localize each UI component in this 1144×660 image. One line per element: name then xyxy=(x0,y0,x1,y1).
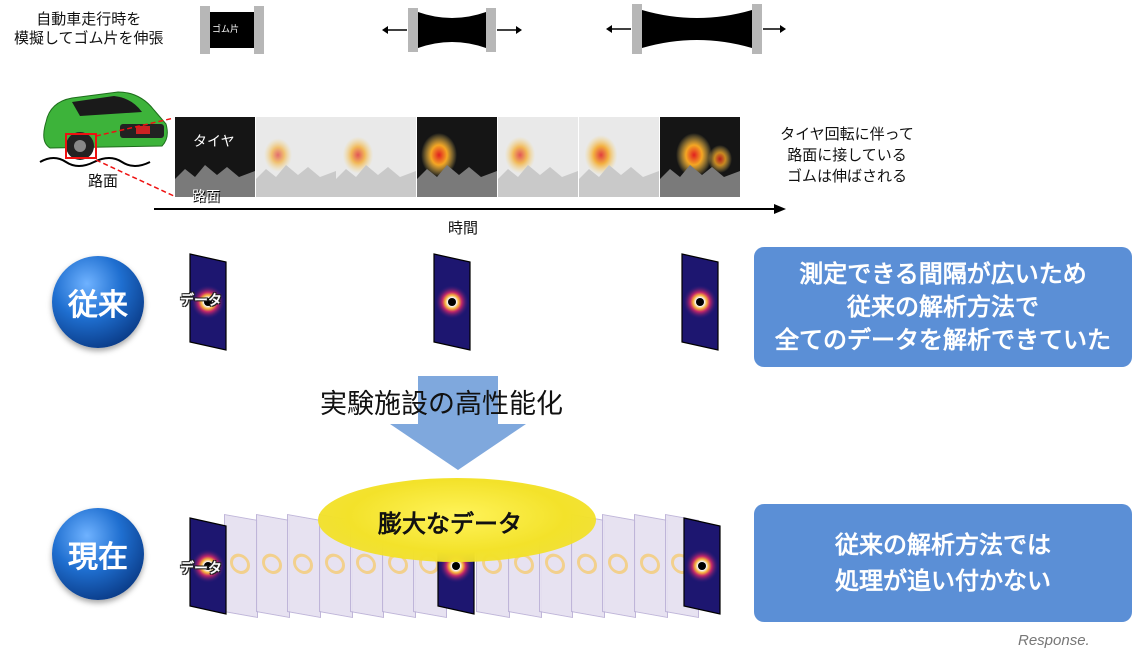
car-illustration xyxy=(39,91,168,167)
tire-caption-line3: ゴムは伸ばされる xyxy=(786,167,907,185)
ghost-ring xyxy=(356,552,376,576)
timeline-frame xyxy=(256,117,336,197)
data-panel xyxy=(188,516,228,620)
current-data-label: データ xyxy=(180,561,222,577)
stretch-sequence xyxy=(200,4,786,54)
stretch-caption: 自動車走行時を 模擬してゴム片を伸張 xyxy=(14,10,164,48)
ghost-data-panel xyxy=(287,514,321,618)
ghost-ring xyxy=(576,552,597,576)
ghost-ring xyxy=(608,552,628,576)
arrow-label: 実験施設の高性能化 xyxy=(320,389,563,420)
data-panel xyxy=(682,516,722,620)
road-label-car: 路面 xyxy=(88,172,119,190)
conventional-message-line2: 従来の解析方法で xyxy=(847,292,1039,321)
conventional-data-label: データ xyxy=(180,293,222,309)
timeline-frame xyxy=(660,117,740,197)
ghost-data-panel xyxy=(224,514,258,618)
road-label-frame: 路面 xyxy=(192,189,220,205)
tire-label: タイヤ xyxy=(193,134,235,150)
timeline-frame xyxy=(417,117,497,197)
down-arrow xyxy=(390,376,526,470)
conventional-message-line1: 測定できる間隔が広いため xyxy=(799,259,1087,288)
data-panel xyxy=(432,252,472,356)
rubber-piece-label: ゴム片 xyxy=(212,25,240,35)
ghost-ring xyxy=(230,552,250,576)
zoom-lines xyxy=(95,117,175,197)
data-panel xyxy=(680,252,720,356)
tire-caption-line1: タイヤ回転に伴って xyxy=(780,125,914,143)
ghost-data-panel xyxy=(633,514,668,618)
huge-data-label: 膨大なデータ xyxy=(378,510,522,538)
time-axis xyxy=(154,204,786,214)
ghost-data-panel xyxy=(255,514,290,618)
ghost-ring xyxy=(324,552,345,576)
stretch-caption-line1: 自動車走行時を xyxy=(36,10,142,28)
conventional-message-line3: 全てのデータを解析できていた xyxy=(775,325,1111,354)
tire-caption: タイヤ回転に伴って 路面に接している ゴムは伸ばされる xyxy=(762,124,932,187)
conventional-badge: 従来 xyxy=(52,256,144,348)
huge-data-bubble xyxy=(318,478,596,562)
ghost-ring xyxy=(293,552,313,576)
stretch-caption-line2: 模擬してゴム片を伸張 xyxy=(14,29,164,47)
conventional-message-box: 測定できる間隔が広いため 従来の解析方法で 全てのデータを解析できていた xyxy=(754,247,1132,367)
current-message-line1: 従来の解析方法では xyxy=(835,531,1051,559)
watermark: Response. xyxy=(1018,632,1090,649)
current-message-box: 従来の解析方法では 処理が追い付かない xyxy=(754,504,1132,622)
timeline-frame xyxy=(498,117,578,197)
ghost-data-panel xyxy=(602,514,636,618)
data-panel xyxy=(188,252,228,356)
current-badge: 現在 xyxy=(52,508,144,600)
timeline-frame xyxy=(175,117,255,197)
ghost-ring xyxy=(261,552,282,576)
ghost-ring xyxy=(545,552,565,576)
tire-caption-line2: 路面に接している xyxy=(787,146,907,164)
timeline-frame xyxy=(336,117,416,197)
current-message-line2: 処理が追い付かない xyxy=(835,567,1051,595)
timeline-frame xyxy=(579,117,659,197)
ghost-ring xyxy=(639,552,660,576)
time-label: 時間 xyxy=(448,219,479,237)
